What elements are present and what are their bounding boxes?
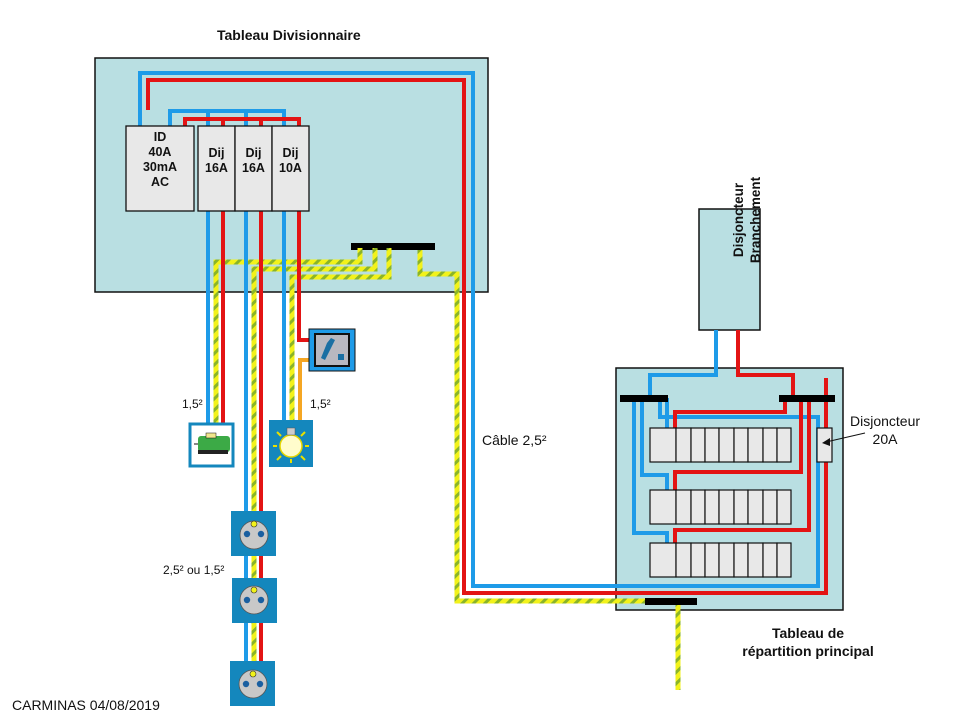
breaker-module bbox=[747, 542, 764, 578]
socket-icon bbox=[232, 578, 277, 623]
breaker-row bbox=[649, 427, 792, 463]
module-label-line: Dij bbox=[282, 146, 299, 160]
breaker-row bbox=[649, 489, 792, 525]
module-label-line: 40A bbox=[148, 145, 172, 159]
breaker-module bbox=[733, 427, 749, 463]
arrow-pointer bbox=[825, 432, 866, 443]
breaker-module bbox=[762, 489, 778, 525]
footer-credit: CARMINAS 04/08/2019 bbox=[12, 697, 160, 713]
cable-label: Câble 2,5² bbox=[482, 432, 547, 448]
breaker-module bbox=[776, 427, 792, 463]
disjoncteur-20a bbox=[816, 427, 833, 463]
module-label-line: 16A bbox=[205, 161, 228, 175]
phase-wire-row2 bbox=[673, 398, 803, 490]
neutral-wire-incoming bbox=[648, 330, 718, 398]
breaker-module bbox=[718, 542, 735, 578]
breaker-module bbox=[747, 489, 764, 525]
disj20-label-line1: Disjoncteur bbox=[850, 413, 921, 429]
breaker-module bbox=[690, 427, 706, 463]
socket-icon bbox=[230, 661, 275, 706]
breaker-module bbox=[776, 489, 792, 525]
breaker-module bbox=[718, 489, 735, 525]
title-tableau-divisionnaire: Tableau Divisionnaire bbox=[217, 27, 361, 43]
earth-wire-motor bbox=[213, 248, 363, 425]
breaker-module bbox=[675, 489, 692, 525]
breaker-module bbox=[675, 427, 692, 463]
breaker-module bbox=[718, 427, 735, 463]
breaker-row bbox=[649, 542, 792, 578]
breaker-module bbox=[733, 542, 749, 578]
switch-icon bbox=[308, 328, 356, 372]
section-label-light: 1,5² bbox=[310, 397, 331, 411]
breaker-module bbox=[690, 542, 706, 578]
arrow-head-icon bbox=[822, 438, 830, 446]
breaker-module bbox=[704, 542, 720, 578]
branchement-label: Disjoncteur Branchement bbox=[730, 170, 764, 270]
breaker-module bbox=[704, 489, 720, 525]
module-dij-label: Dij 16A bbox=[235, 146, 272, 176]
phase-bar-principal bbox=[779, 395, 835, 402]
title-principal-line1: Tableau de bbox=[771, 625, 845, 641]
breaker-module bbox=[704, 427, 720, 463]
breaker-module bbox=[762, 427, 778, 463]
phase-wire-feed bbox=[146, 78, 828, 595]
breaker-module bbox=[690, 489, 706, 525]
breaker-module bbox=[733, 489, 749, 525]
module-label-line: ID bbox=[153, 130, 167, 144]
module-label-line: 10A bbox=[279, 161, 302, 175]
module-dij-16a-2 bbox=[234, 125, 273, 212]
breaker-module bbox=[762, 542, 778, 578]
breaker-module bbox=[675, 542, 692, 578]
earth-wire-sockets bbox=[251, 248, 378, 665]
socket-icon bbox=[231, 511, 276, 556]
phase-bridge bbox=[183, 117, 301, 126]
module-label-line: Dij bbox=[208, 146, 225, 160]
title-tableau-principal: Tableau de répartition principal bbox=[718, 624, 898, 660]
module-id-40a bbox=[125, 125, 195, 212]
section-label-sockets: 2,5² ou 1,5² bbox=[163, 563, 225, 577]
neutral-wire-feed bbox=[138, 71, 820, 588]
neutral-wire-row2 bbox=[640, 398, 669, 490]
module-label-line: Dij bbox=[245, 146, 262, 160]
earth-bar-divisionnaire bbox=[351, 243, 435, 250]
disjoncteur-20a-label: Disjoncteur 20A bbox=[850, 412, 920, 448]
earth-wire-light bbox=[289, 248, 392, 420]
module-dij-10a bbox=[271, 125, 310, 212]
module-label-line: 16A bbox=[242, 161, 265, 175]
disj20-label-line2: 20A bbox=[872, 431, 898, 447]
earth-wire-feed bbox=[417, 248, 645, 604]
branchement-label-line2: Branchement bbox=[748, 176, 763, 264]
phase-wire-row1 bbox=[673, 398, 787, 428]
section-label-motor: 1,5² bbox=[182, 397, 203, 411]
neutral-wire-row3 bbox=[632, 398, 669, 543]
breaker-module bbox=[649, 427, 677, 463]
phase-wire-incoming bbox=[736, 330, 795, 398]
disjoncteur-branchement-box bbox=[698, 208, 761, 331]
module-dij-label: Dij 10A bbox=[272, 146, 309, 176]
breaker-module bbox=[747, 427, 764, 463]
light-bulb-icon bbox=[269, 420, 313, 467]
breaker-rows bbox=[649, 427, 792, 578]
module-label-line: AC bbox=[150, 175, 170, 189]
title-principal-line2: répartition principal bbox=[742, 643, 874, 659]
breaker-module bbox=[776, 542, 792, 578]
module-label-line: 30mA bbox=[142, 160, 178, 174]
neutral-bar-principal bbox=[620, 395, 668, 402]
branchement-label-line1: Disjoncteur bbox=[731, 182, 746, 258]
module-dij-label: Dij 16A bbox=[198, 146, 235, 176]
breaker-module bbox=[649, 542, 677, 578]
motor-icon bbox=[188, 422, 235, 468]
breaker-module bbox=[649, 489, 677, 525]
module-id-label: ID 40A 30mA AC bbox=[126, 130, 194, 190]
earth-bar-principal bbox=[645, 598, 697, 605]
phase-wire-row3 bbox=[673, 398, 811, 543]
